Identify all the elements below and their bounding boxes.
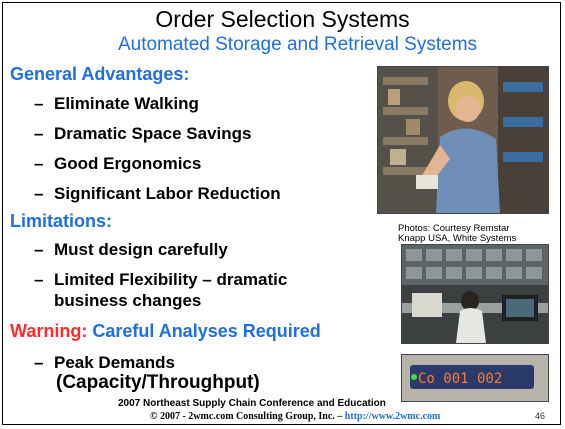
- advantages-heading: General Advantages:: [10, 64, 190, 84]
- slide-title: Order Selection Systems: [155, 6, 410, 32]
- limitation-item: –Limited Flexibility – dramatic: [34, 270, 288, 289]
- photo-worker-carousel: [377, 66, 549, 214]
- warning-line: Warning: Careful Analyses Required: [10, 321, 321, 342]
- slide-subtitle: Automated Storage and Retrieval Systems: [117, 34, 478, 55]
- peak-demands-detail: (Capacity/Throughput): [56, 372, 260, 393]
- limitation-item-continued: business changes: [54, 291, 202, 310]
- advantage-item: –Significant Labor Reduction: [34, 184, 281, 203]
- limitation-item: –Must design carefully: [34, 240, 228, 259]
- advantage-item: –Good Ergonomics: [34, 154, 202, 173]
- footer-url-link[interactable]: http://www.2wmc.com: [344, 411, 441, 422]
- warning-text: Careful Analyses Required: [92, 321, 321, 341]
- advantage-item: –Dramatic Space Savings: [34, 124, 252, 143]
- slide-frame: [2, 2, 561, 425]
- page-number: 46: [535, 411, 546, 421]
- photo-asrs-workstation: [401, 244, 549, 344]
- conference-footer: 2007 Northeast Supply Chain Conference a…: [118, 398, 386, 409]
- photo-led-display: Co 001 002: [401, 354, 549, 402]
- copyright-footer: © 2007 - 2wmc.com Consulting Group, Inc.…: [150, 411, 441, 422]
- led-readout: Co 001 002: [418, 371, 502, 387]
- advantage-item: –Eliminate Walking: [34, 94, 199, 113]
- warning-label: Warning:: [10, 321, 88, 341]
- peak-demands-item: –Peak Demands: [34, 353, 175, 372]
- limitations-heading: Limitations:: [10, 211, 112, 231]
